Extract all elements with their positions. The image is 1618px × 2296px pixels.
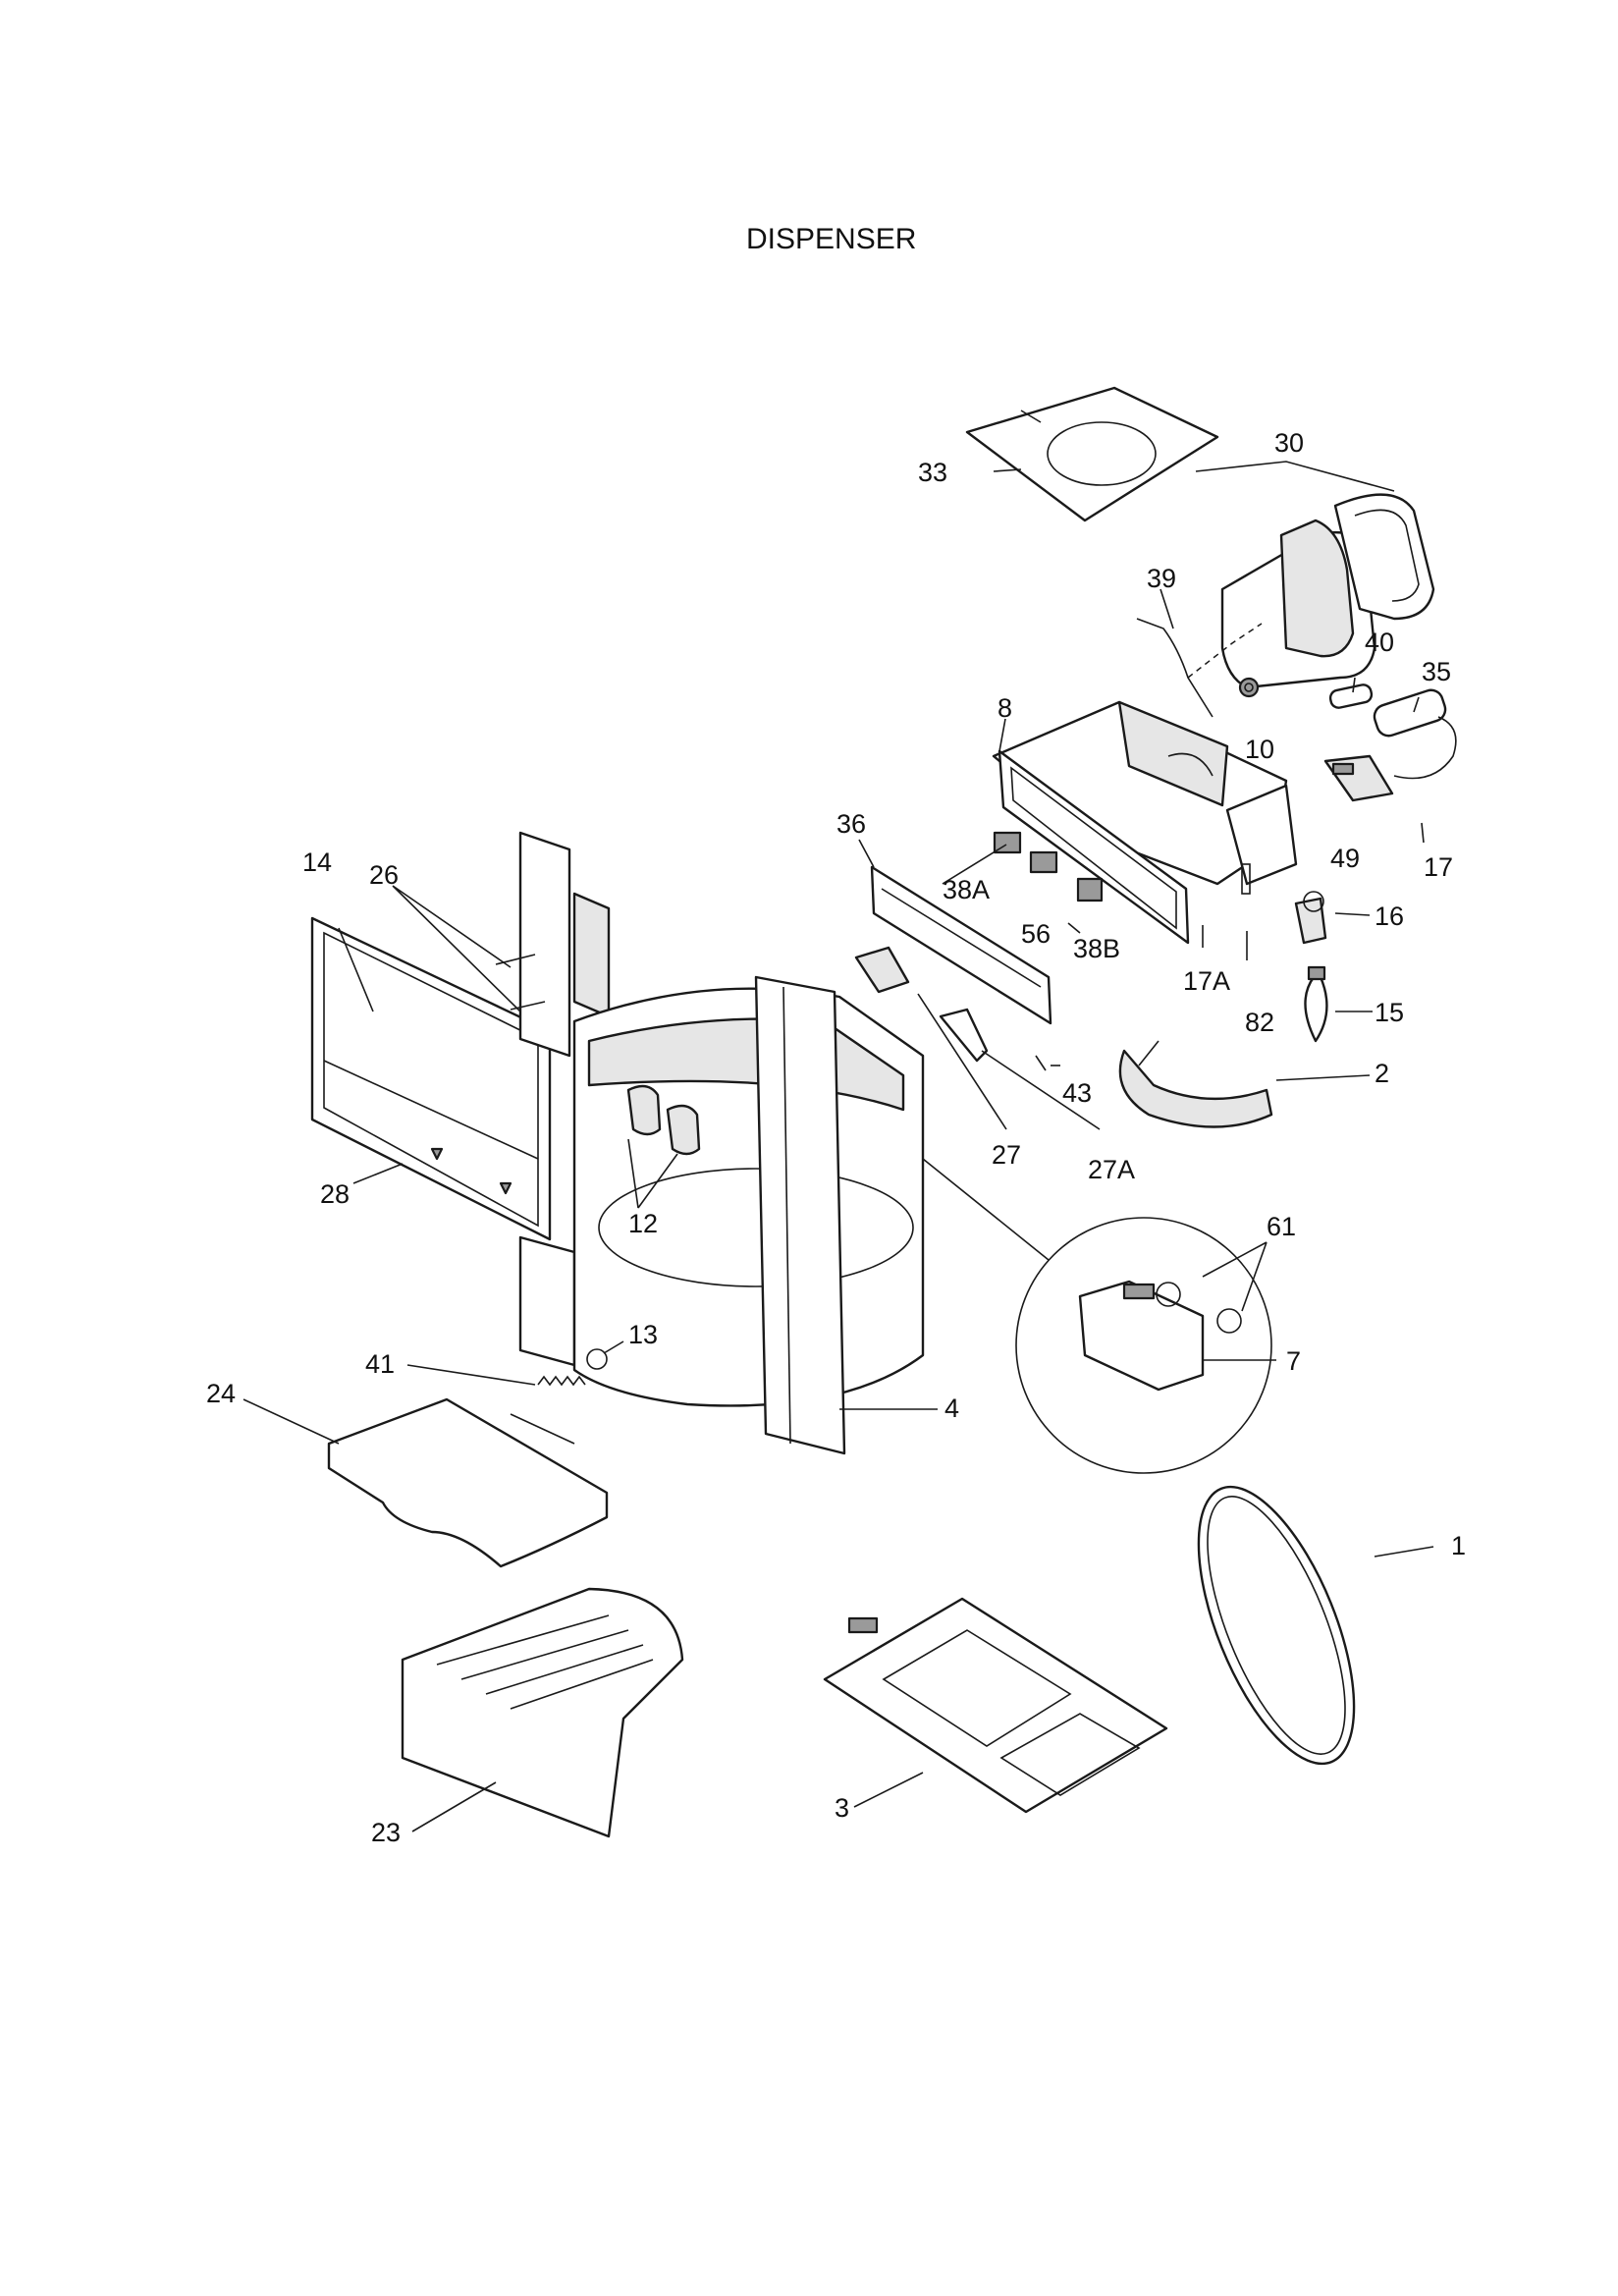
- callout-33: 33: [918, 458, 947, 487]
- callout-10: 10: [1245, 735, 1274, 764]
- leader-lines: [243, 461, 1434, 1832]
- part-16-lamp-socket: [1294, 891, 1327, 945]
- part-33-plate: [965, 386, 1219, 522]
- part-4-dispenser-housing: [572, 975, 925, 1455]
- detail-circle-switch: [922, 1158, 1272, 1474]
- part-15-bulb: [1304, 965, 1328, 1043]
- screws: [1035, 922, 1248, 1071]
- part-49-bracket: [1323, 754, 1394, 802]
- callout-23: 23: [371, 1818, 401, 1847]
- callout-49: 49: [1330, 844, 1360, 873]
- part-13-ring: [586, 1348, 608, 1370]
- callout-2: 2: [1375, 1059, 1389, 1088]
- part-10-spring: [1238, 677, 1260, 698]
- callout-28: 28: [320, 1179, 350, 1209]
- part-35-solenoid: [1373, 688, 1457, 780]
- callout-17: 17: [1424, 852, 1453, 882]
- part-2-shield: [1118, 1040, 1273, 1128]
- callout-14: 14: [302, 847, 332, 877]
- callout-17a: 17A: [1183, 966, 1230, 996]
- callout-40: 40: [1365, 628, 1394, 657]
- callout-4: 4: [944, 1394, 959, 1423]
- callout-8: 8: [998, 693, 1012, 723]
- callout-61: 61: [1267, 1212, 1296, 1241]
- callout-27: 27: [992, 1140, 1021, 1170]
- callout-41: 41: [365, 1349, 395, 1379]
- part-36-front-plate: [870, 865, 1052, 1025]
- callout-43: 43: [1062, 1078, 1092, 1108]
- callout-15: 15: [1375, 998, 1404, 1027]
- part-30-chute-assembly: [1220, 493, 1435, 689]
- callout-13: 13: [628, 1320, 658, 1349]
- callout-27a: 27A: [1088, 1155, 1135, 1184]
- callout-12: 12: [628, 1209, 658, 1238]
- callout-38b: 38B: [1073, 934, 1120, 963]
- callout-16: 16: [1375, 902, 1404, 931]
- part-38b-switch: [1076, 877, 1104, 902]
- callout-1: 1: [1451, 1531, 1466, 1560]
- callout-labels: 30 33 39 40 35 8 10 36 49 17 38A 16 56 3…: [206, 428, 1466, 1847]
- callout-3: 3: [835, 1793, 849, 1823]
- callout-26: 26: [369, 860, 399, 890]
- diagram-title: DISPENSER: [746, 223, 916, 255]
- part-36-frame: [998, 749, 1190, 945]
- part-40-plunger: [1328, 683, 1374, 709]
- part-23-drip-tray: [401, 1587, 684, 1838]
- part-27-lever: [854, 946, 910, 994]
- part-41-spring: [537, 1375, 586, 1387]
- part-14-bezel: [310, 916, 552, 1241]
- left-side-panel: [518, 831, 611, 1367]
- callout-35: 35: [1422, 657, 1451, 686]
- callout-24: 24: [206, 1379, 236, 1408]
- callout-38a: 38A: [943, 875, 990, 904]
- part-8-housing: [992, 700, 1298, 895]
- callout-30: 30: [1274, 428, 1304, 458]
- part-12-clips: [626, 1084, 701, 1156]
- part-39-actuator-wire: [1136, 618, 1263, 718]
- callout-36: 36: [836, 809, 866, 839]
- callout-82: 82: [1245, 1008, 1274, 1037]
- part-1-gasket: [1197, 1485, 1356, 1766]
- part-27a-lever-pad: [939, 1008, 989, 1063]
- callout-39: 39: [1147, 564, 1176, 593]
- callout-7: 7: [1286, 1346, 1301, 1376]
- part-24-tray: [327, 1397, 609, 1568]
- callout-56: 56: [1021, 919, 1051, 949]
- part-3-heater: [823, 1597, 1168, 1814]
